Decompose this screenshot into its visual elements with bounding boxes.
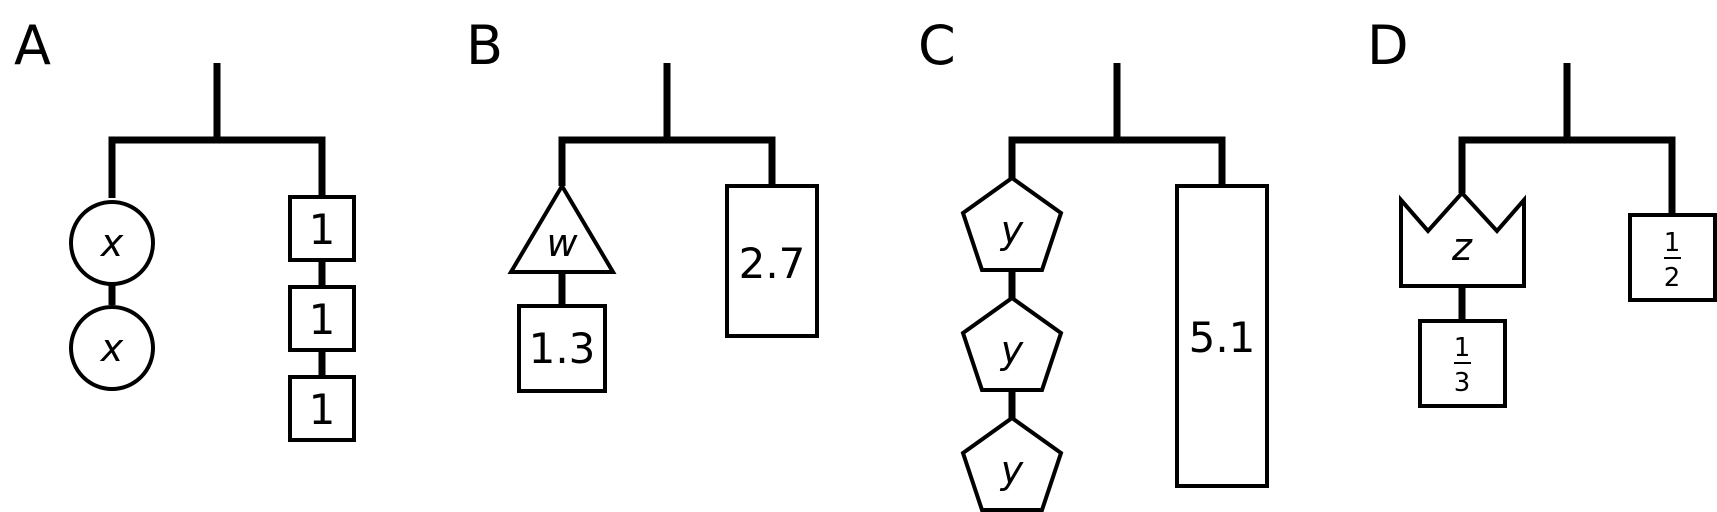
svg-text:w: w: [546, 221, 578, 265]
svg-text:y: y: [1000, 448, 1024, 492]
svg-text:1: 1: [1664, 228, 1681, 258]
panel-b: B w 1.3 2.7: [466, 14, 819, 393]
svg-text:3: 3: [1454, 368, 1471, 398]
hanger-frame: [108, 63, 326, 198]
panel-label-c: C: [918, 14, 956, 77]
pentagon-y-3: y: [960, 415, 1064, 512]
panel-c: C y y y 5.1: [918, 14, 1269, 512]
svg-text:1: 1: [1454, 333, 1471, 363]
square-1-a: 1: [288, 195, 356, 262]
svg-text:5.1: 5.1: [1189, 313, 1256, 362]
svg-text:z: z: [1451, 225, 1473, 269]
svg-text:x: x: [100, 326, 124, 370]
tall-rectangle-5-1: 5.1: [1175, 184, 1269, 488]
square-one-third: 1 3: [1418, 319, 1507, 408]
pentagon-y-1: y: [960, 175, 1064, 272]
svg-text:1: 1: [309, 385, 336, 434]
svg-text:1: 1: [309, 295, 336, 344]
panel-label-a: A: [14, 14, 51, 77]
crown-z: z: [1399, 190, 1526, 288]
square-1-c: 1: [288, 375, 356, 442]
square-1-b: 1: [288, 285, 356, 352]
svg-text:1.3: 1.3: [529, 324, 596, 373]
panel-label-d: D: [1367, 14, 1409, 77]
hanger-frame: [1458, 63, 1676, 215]
svg-text:2: 2: [1664, 263, 1681, 293]
svg-text:1: 1: [309, 205, 336, 254]
panel-a: A x x 1 1 1: [14, 14, 356, 442]
svg-text:y: y: [1000, 208, 1024, 252]
panel-label-b: B: [466, 14, 503, 77]
panel-d: D z 1 3 1 2: [1367, 14, 1717, 408]
svg-text:x: x: [100, 221, 124, 265]
hanger-frame: [1008, 63, 1226, 186]
hanger-frame: [558, 63, 776, 186]
circle-x-2: x: [69, 305, 155, 391]
pentagon-y-2: y: [960, 295, 1064, 392]
square-one-half: 1 2: [1628, 213, 1717, 302]
rectangle-2-7: 2.7: [725, 184, 819, 338]
svg-text:2.7: 2.7: [739, 239, 806, 288]
square-1-3: 1.3: [517, 304, 607, 393]
circle-x-1: x: [69, 200, 155, 286]
triangle-w: w: [507, 182, 617, 274]
svg-text:y: y: [1000, 328, 1024, 372]
